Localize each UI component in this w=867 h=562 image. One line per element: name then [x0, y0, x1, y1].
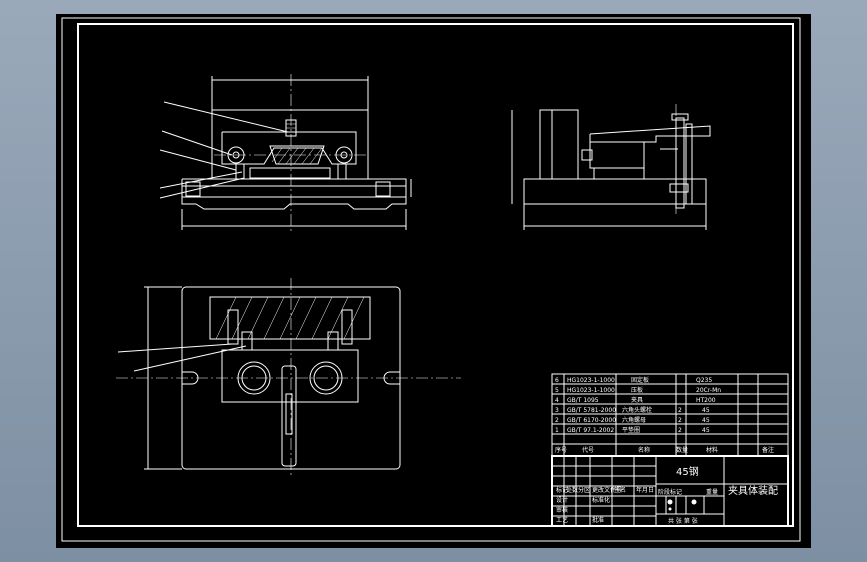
bom-row-4-mat: 45 — [702, 407, 710, 414]
bom-row-3-mat: HT200 — [696, 397, 716, 404]
bom-table — [551, 373, 789, 457]
tb-standard: 标准化 — [592, 496, 610, 504]
inner-frame — [77, 23, 794, 527]
bom-row-6-mat: 45 — [702, 427, 710, 434]
tb-process: 工艺 — [556, 516, 568, 524]
tb-label-docno: 更改文件号 — [592, 486, 622, 494]
bom-row-6-std: GB/T 97.1-2002 — [567, 427, 614, 434]
outer-frame — [61, 17, 801, 542]
tb-approve: 批准 — [592, 516, 604, 524]
tb-label-date: 年月日 — [636, 486, 654, 494]
bom-row-5-qty: 2 — [678, 417, 682, 424]
tb-audit: 审核 — [556, 506, 568, 514]
tb-weight: 重量 — [706, 488, 718, 496]
bom-row-5-no: 2 — [555, 417, 559, 424]
bom-row-1-std: HG1023-1-1000 — [567, 377, 615, 384]
bom-header-remark: 备注 — [762, 446, 774, 454]
bom-row-2-mat: 20Cr-Mn — [696, 387, 721, 394]
bom-header-name: 名称 — [638, 446, 650, 454]
tb-label-mark: 标记 — [556, 486, 568, 494]
top-view — [116, 278, 461, 476]
tb-label-zone: 分区 — [578, 486, 590, 494]
side-view — [511, 104, 711, 230]
material-label: 45钢 — [676, 465, 699, 478]
bom-row-6-name: 平垫圈 — [622, 426, 640, 434]
bom-row-6-no: 1 — [555, 427, 559, 434]
bom-row-2-no: 5 — [555, 387, 559, 394]
drawing-sheet: 6 HG1023-1-1000 固定板 Q235 5 HG1023-1-1000… — [56, 14, 811, 548]
bom-row-2-name: 压板 — [631, 386, 643, 394]
bom-row-1-mat: Q235 — [696, 377, 712, 384]
tb-stage: 阶段标记 — [658, 488, 682, 496]
bom-row-3-no: 4 — [555, 397, 559, 404]
bom-header-no: 序号 — [555, 446, 567, 454]
bom-row-1-no: 6 — [555, 377, 559, 384]
block-hatching — [215, 296, 365, 340]
bom-row-4-qty: 2 — [678, 407, 682, 414]
bom-row-6-qty: 2 — [678, 427, 682, 434]
tb-sheets: 共 张 第 张 — [668, 517, 698, 525]
bom-header-qty: 数量 — [676, 446, 688, 454]
bom-row-3-name: 夹具 — [631, 396, 643, 404]
bom-row-5-std: GB/T 6170-2000 — [567, 417, 616, 424]
bom-row-5-mat: 45 — [702, 417, 710, 424]
bom-row-4-name: 六角头螺栓 — [622, 406, 652, 414]
bom-header-std: 代号 — [582, 446, 594, 454]
bom-row-4-std: GB/T 5781-2000 — [567, 407, 616, 414]
front-view — [159, 74, 412, 234]
bom-row-5-name: 六角螺母 — [622, 416, 646, 424]
tb-label-sign: 签名 — [614, 486, 626, 494]
bom-row-1-name: 固定板 — [631, 376, 649, 384]
bom-row-4-no: 3 — [555, 407, 559, 414]
bom-row-2-std: HG1023-1-1000 — [567, 387, 615, 394]
drawing-canvas: 6 HG1023-1-1000 固定板 Q235 5 HG1023-1-1000… — [61, 17, 801, 542]
bom-header-mat: 材料 — [706, 446, 718, 454]
title-block — [551, 455, 789, 527]
clamp-hatching — [269, 145, 325, 165]
drawing-title: 夹具体装配 — [728, 484, 778, 497]
tb-label-count: 处数 — [566, 486, 578, 494]
tb-design: 设计 — [556, 496, 568, 504]
bom-row-3-std: GB/T 1095 — [567, 397, 599, 404]
